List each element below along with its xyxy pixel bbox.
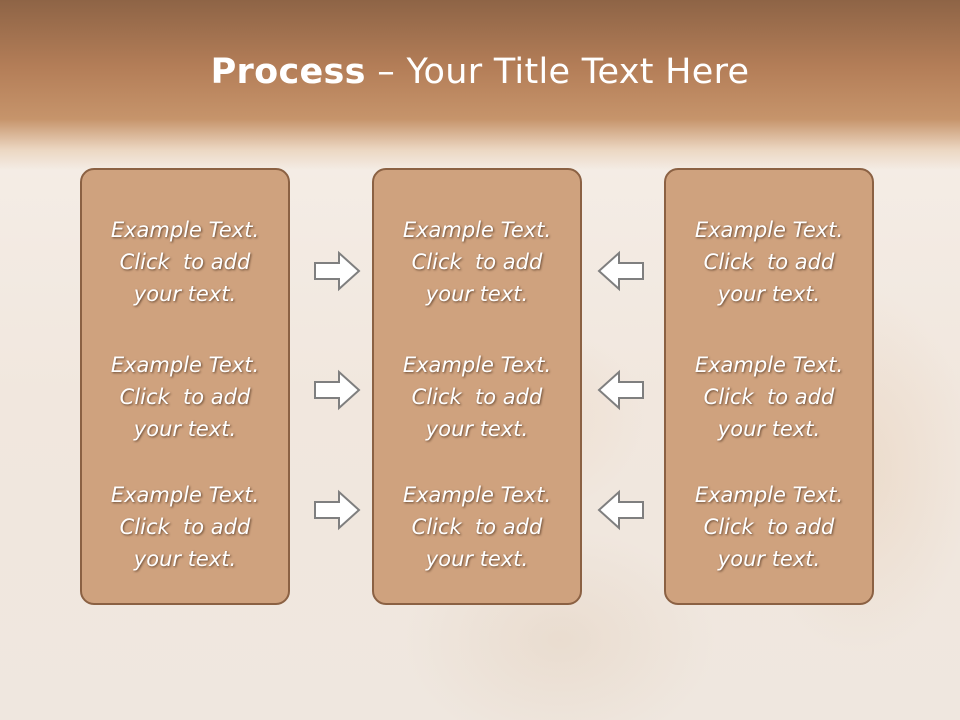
text-block[interactable]: Example Text. Click to add your text. <box>82 214 288 310</box>
text-line: Click to add <box>411 515 543 539</box>
text-block[interactable]: Example Text. Click to add your text. <box>666 349 872 445</box>
text-line: Click to add <box>119 385 251 409</box>
text-line: Click to add <box>703 385 835 409</box>
arrow-left-icon[interactable] <box>596 369 646 411</box>
text-line: Example Text. <box>110 218 260 242</box>
text-line: Example Text. <box>694 483 844 507</box>
text-block[interactable]: Example Text. Click to add your text. <box>374 214 580 310</box>
text-line: Example Text. <box>694 218 844 242</box>
text-line: your text. <box>133 417 237 441</box>
arrow-right-icon[interactable] <box>312 250 362 292</box>
title-rest: – Your Title Text Here <box>365 52 750 92</box>
text-line: Click to add <box>119 515 251 539</box>
text-line: your text. <box>717 547 821 571</box>
text-line: your text. <box>425 547 529 571</box>
text-line: Example Text. <box>402 353 552 377</box>
text-line: Click to add <box>703 250 835 274</box>
text-block[interactable]: Example Text. Click to add your text. <box>82 349 288 445</box>
text-block[interactable]: Example Text. Click to add your text. <box>374 349 580 445</box>
right-process-box[interactable]: Example Text. Click to add your text. Ex… <box>664 168 874 605</box>
text-line: your text. <box>717 282 821 306</box>
arrow-right-icon[interactable] <box>312 489 362 531</box>
text-line: your text. <box>425 282 529 306</box>
text-line: Click to add <box>411 250 543 274</box>
arrow-left-icon[interactable] <box>596 489 646 531</box>
arrow-right-icon[interactable] <box>312 369 362 411</box>
text-line: Click to add <box>411 385 543 409</box>
text-line: Example Text. <box>110 483 260 507</box>
arrow-left-icon[interactable] <box>596 250 646 292</box>
text-block[interactable]: Example Text. Click to add your text. <box>374 479 580 575</box>
slide-title[interactable]: Process – Your Title Text Here <box>0 52 960 92</box>
text-line: your text. <box>133 282 237 306</box>
text-line: Click to add <box>119 250 251 274</box>
text-line: Example Text. <box>110 353 260 377</box>
text-line: Example Text. <box>402 483 552 507</box>
text-block[interactable]: Example Text. Click to add your text. <box>82 479 288 575</box>
title-bold: Process <box>210 52 366 92</box>
title-bar <box>0 0 960 170</box>
text-line: Example Text. <box>402 218 552 242</box>
text-block[interactable]: Example Text. Click to add your text. <box>666 214 872 310</box>
text-line: your text. <box>717 417 821 441</box>
text-block[interactable]: Example Text. Click to add your text. <box>666 479 872 575</box>
left-process-box[interactable]: Example Text. Click to add your text. Ex… <box>80 168 290 605</box>
text-line: your text. <box>425 417 529 441</box>
text-line: Example Text. <box>694 353 844 377</box>
text-line: Click to add <box>703 515 835 539</box>
middle-process-box[interactable]: Example Text. Click to add your text. Ex… <box>372 168 582 605</box>
text-line: your text. <box>133 547 237 571</box>
